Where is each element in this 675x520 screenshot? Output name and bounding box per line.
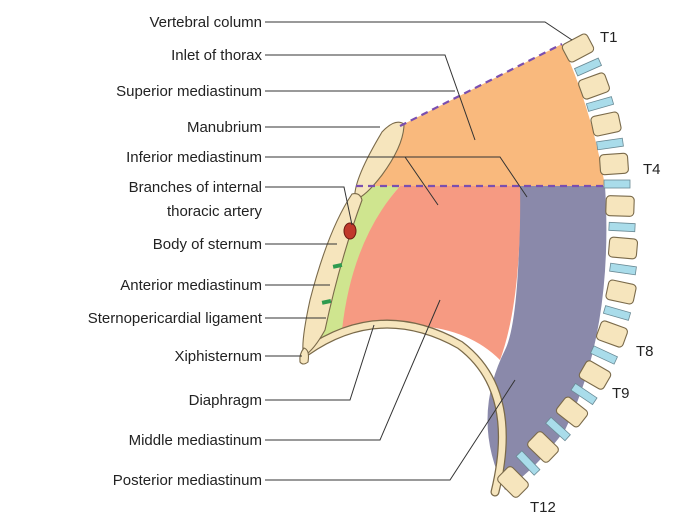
label-middle-mediastinum: Middle mediastinum xyxy=(129,432,262,449)
diaphragm-band-inner xyxy=(306,324,502,492)
label-t8: T8 xyxy=(636,343,654,360)
label-vertebral-column: Vertebral column xyxy=(149,14,262,31)
label-t4: T4 xyxy=(643,161,661,178)
label-thoracic-artery: thoracic artery xyxy=(167,203,263,220)
diaphragm-band xyxy=(306,324,502,492)
superior-mediastinum-region xyxy=(358,44,605,186)
label-manubrium: Manubrium xyxy=(187,119,262,136)
label-posterior-mediastinum: Posterior mediastinum xyxy=(113,472,262,489)
internal-thoracic-artery-dot xyxy=(344,223,356,239)
label-branches-of-internal: Branches of internal xyxy=(129,179,262,196)
label-inferior-mediastinum: Inferior mediastinum xyxy=(126,149,262,166)
label-inlet-of-thorax: Inlet of thorax xyxy=(171,47,262,64)
label-sternopericardial-ligament: Sternopericardial ligament xyxy=(88,310,263,327)
label-xiphisternum: Xiphisternum xyxy=(174,348,262,365)
label-anterior-mediastinum: Anterior mediastinum xyxy=(120,277,262,294)
label-diaphragm: Diaphragm xyxy=(189,392,262,409)
label-t1: T1 xyxy=(600,29,618,46)
label-t12: T12 xyxy=(530,499,556,516)
label-t9: T9 xyxy=(612,385,630,402)
label-superior-mediastinum: Superior mediastinum xyxy=(116,83,262,100)
label-body-of-sternum: Body of sternum xyxy=(153,236,262,253)
